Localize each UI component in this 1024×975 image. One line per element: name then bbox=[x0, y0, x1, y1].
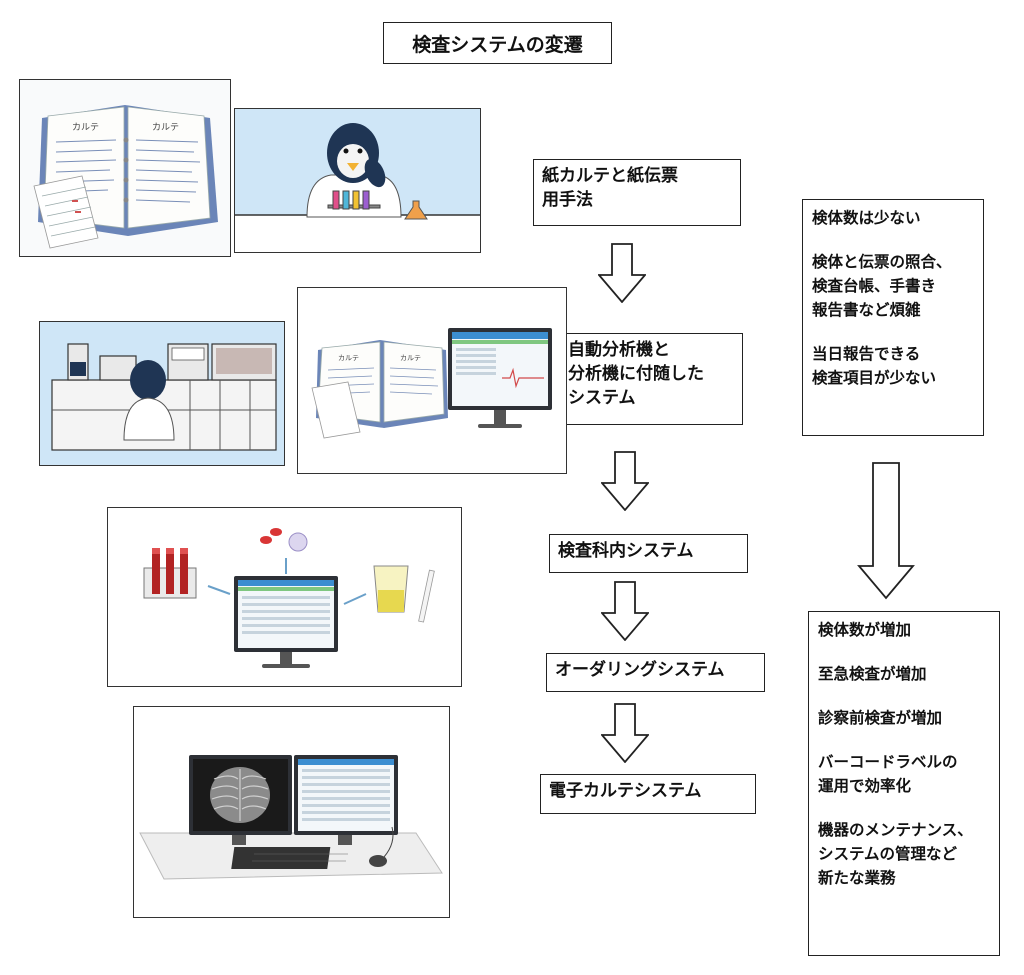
karte-label: カルテ bbox=[400, 354, 421, 362]
step-emr-system-label: 電子カルテシステム bbox=[549, 781, 702, 801]
karte-label: カルテ bbox=[338, 354, 359, 362]
note-before-item: 当日報告できる 検査項目が少ない bbox=[812, 345, 937, 387]
diagram-title: 検査システムの変遷 bbox=[383, 22, 612, 64]
down-arrow-icon bbox=[601, 451, 649, 511]
note-after-item: 機器のメンテナンス、 システムの管理など 新たな業務 bbox=[818, 821, 973, 887]
note-after: 検体数が増加 至急検査が増加 診察前検査が増加 バーコードラベルの 運用で効率化… bbox=[808, 611, 1000, 956]
note-after-item: バーコードラベルの 運用で効率化 bbox=[818, 753, 958, 795]
step-lab-system-label: 検査科内システム bbox=[558, 541, 694, 561]
note-before: 検体数は少ない 検体と伝票の照合、 検査台帳、手書き 報告書など煩雑 当日報告で… bbox=[802, 199, 984, 436]
step-auto-analyzer-label: 自動分析機と 分析機に付随した システム bbox=[568, 340, 704, 408]
note-after-item: 診察前検査が増加 bbox=[818, 709, 943, 727]
step-emr-system: 電子カルテシステム bbox=[540, 774, 756, 814]
karte-label: カルテ bbox=[152, 122, 179, 133]
down-arrow-icon bbox=[857, 462, 915, 600]
down-arrow-icon bbox=[598, 243, 646, 303]
down-arrow-icon bbox=[601, 581, 649, 641]
lab-system-illustration bbox=[107, 507, 462, 687]
analyzer-illustration bbox=[39, 321, 285, 466]
step-paper-karte: 紙カルテと紙伝票 用手法 bbox=[533, 159, 741, 226]
step-auto-analyzer: 自動分析機と 分析機に付随した システム bbox=[559, 333, 743, 425]
penguin-lab-illustration bbox=[234, 108, 481, 253]
paper-karte-illustration: カルテ カルテ bbox=[19, 79, 231, 257]
karte-monitor-illustration: カルテ カルテ bbox=[297, 287, 567, 474]
step-ordering-system-label: オーダリングシステム bbox=[555, 660, 725, 680]
step-paper-karte-label: 紙カルテと紙伝票 用手法 bbox=[542, 166, 678, 210]
note-before-item: 検体と伝票の照合、 検査台帳、手書き 報告書など煩雑 bbox=[812, 253, 952, 319]
note-before-item: 検体数は少ない bbox=[812, 209, 921, 227]
step-ordering-system: オーダリングシステム bbox=[546, 653, 765, 692]
note-after-item: 至急検査が増加 bbox=[818, 665, 927, 683]
step-lab-system: 検査科内システム bbox=[549, 534, 748, 573]
down-arrow-icon bbox=[601, 703, 649, 763]
emr-workstation-illustration bbox=[133, 706, 450, 918]
karte-label: カルテ bbox=[72, 122, 99, 133]
note-after-item: 検体数が増加 bbox=[818, 621, 912, 639]
